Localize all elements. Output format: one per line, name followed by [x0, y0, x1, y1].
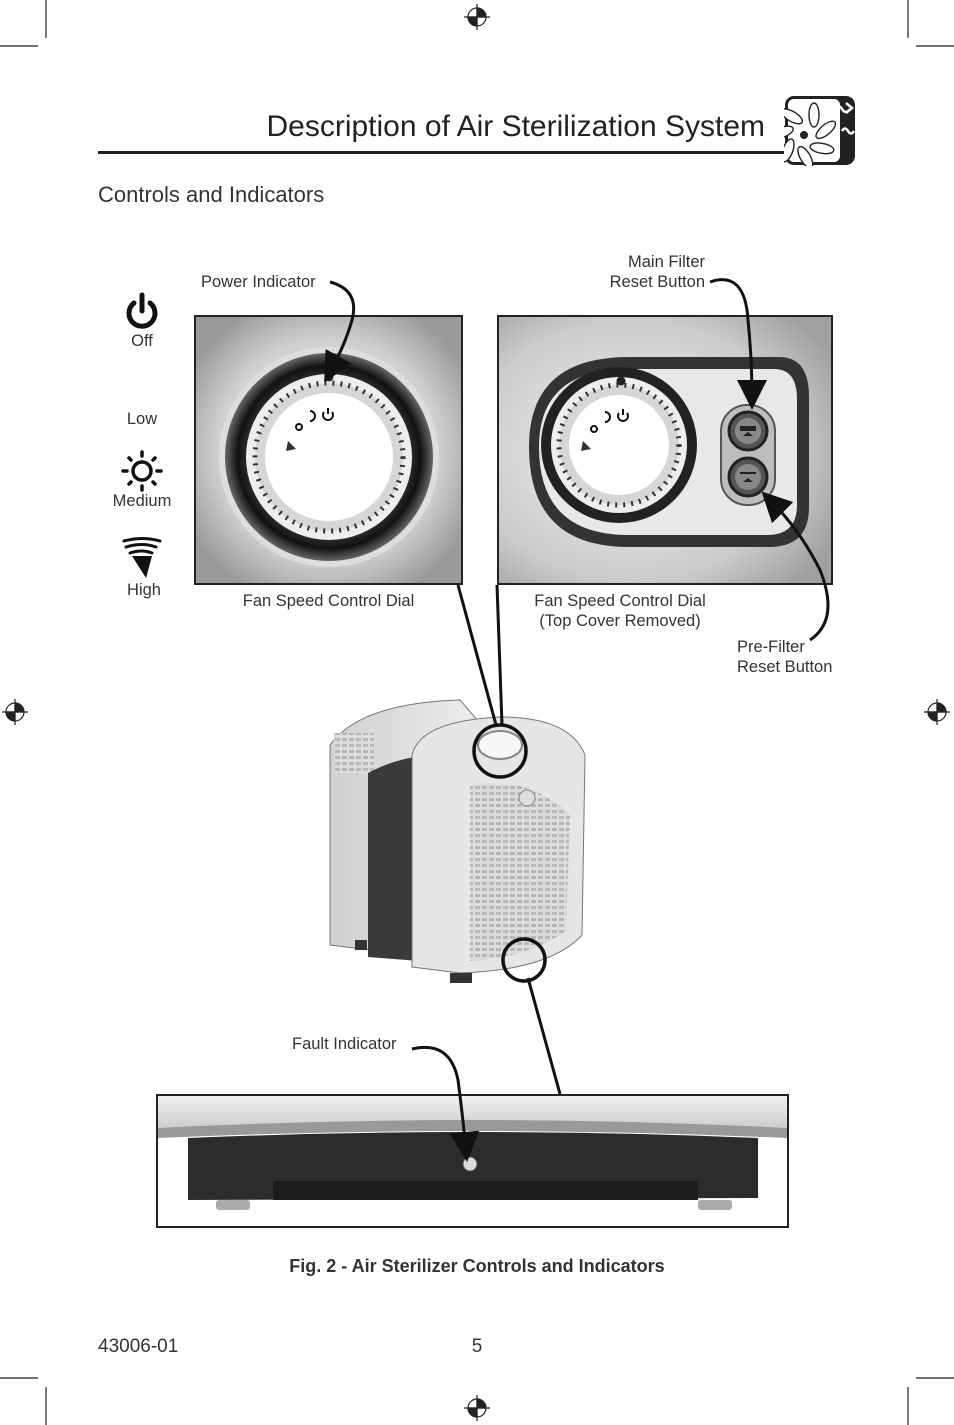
fault-indicator-label: Fault Indicator — [292, 1035, 397, 1053]
pre-filter-label-line2: Reset Button — [737, 658, 833, 676]
power-icon — [126, 292, 158, 329]
main-filter-label-line2: Reset Button — [609, 273, 705, 291]
legend-label-medium: Medium — [112, 492, 172, 510]
main-filter-label-line1: Main Filter — [627, 253, 705, 271]
right-panel-caption-line2: (Top Cover Removed) — [539, 612, 701, 630]
legend-label-off: Off — [131, 332, 153, 350]
page-number: 5 — [471, 1336, 483, 1357]
fan-speed-dial-panel — [194, 315, 463, 585]
figure-caption: Fig. 2 - Air Sterilizer Controls and Ind… — [289, 1256, 665, 1276]
pre-filter-label-line1: Pre-Filter — [737, 638, 805, 656]
fault-indicator-panel — [156, 1094, 789, 1228]
section-heading: Controls and Indicators — [98, 182, 325, 207]
page-title: Description of Air Sterilization System — [266, 110, 765, 143]
title-rule — [98, 151, 788, 154]
left-panel-caption: Fan Speed Control Dial — [242, 592, 415, 610]
document-number: 43006-01 — [98, 1336, 179, 1357]
legend-off — [102, 292, 182, 332]
tornado-icon — [122, 537, 162, 578]
legend-label-high: High — [127, 581, 161, 599]
fan-logo-icon — [784, 95, 856, 166]
sun-icon — [121, 450, 163, 492]
fan-speed-dial-cover-removed-panel — [497, 315, 833, 585]
legend-label-low: Low — [126, 410, 158, 428]
legend-high — [104, 536, 184, 580]
air-sterilizer-unit-illustration — [320, 695, 595, 990]
legend-medium — [102, 450, 182, 492]
right-panel-caption-line1: Fan Speed Control Dial — [534, 592, 706, 610]
power-indicator-label: Power Indicator — [201, 273, 316, 291]
